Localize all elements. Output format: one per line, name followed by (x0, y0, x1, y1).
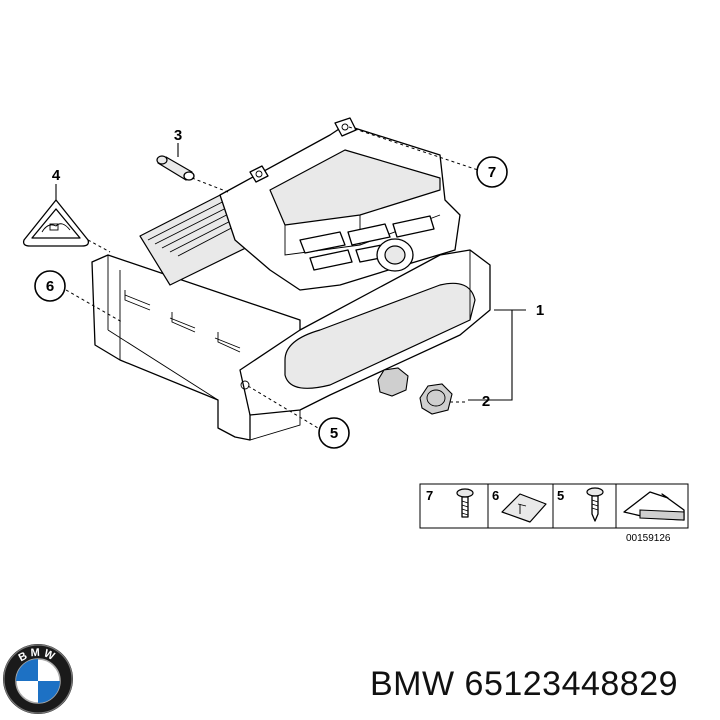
legend-item-7: 7 (426, 488, 474, 518)
svg-text:7: 7 (426, 488, 433, 503)
reference-code: 00159126 (626, 533, 671, 544)
svg-text:5: 5 (330, 425, 338, 442)
svg-text:1: 1 (536, 302, 544, 319)
bmw-logo-icon: BMW (3, 644, 73, 714)
callout-6[interactable]: 6 (34, 270, 66, 302)
part-number-label: BMW 65123448829 (370, 665, 679, 703)
callout-3[interactable]: 3 (174, 127, 182, 144)
svg-text:6: 6 (492, 488, 499, 503)
callout-5[interactable]: 5 (318, 417, 350, 449)
svg-text:BMW: BMW (17, 647, 60, 665)
clip-nut-icon (501, 493, 547, 523)
control-unit-assembly (91, 117, 491, 441)
legend-item-6: 6 (492, 488, 547, 523)
svg-text:6: 6 (46, 278, 54, 295)
svg-text:2: 2 (482, 393, 490, 410)
svg-text:4: 4 (52, 167, 61, 184)
knob-cap-part (419, 383, 453, 415)
arrow-icon (623, 491, 685, 521)
svg-text:7: 7 (488, 164, 496, 181)
leader-lines (55, 126, 526, 429)
callout-1[interactable]: 1 (536, 302, 544, 319)
legend-item-5: 5 (557, 487, 604, 522)
svg-text:3: 3 (174, 127, 182, 144)
sleeve-part (156, 155, 195, 181)
svg-text:5: 5 (557, 488, 564, 503)
callout-4[interactable]: 4 (52, 167, 61, 184)
fastener-legend: 7 6 5 00159126 (419, 483, 689, 544)
callout-2[interactable]: 2 (482, 393, 490, 410)
warning-triangle-label-icon (22, 199, 90, 247)
screw-icon (456, 488, 474, 518)
self-tapping-screw-icon (586, 487, 604, 522)
callout-7[interactable]: 7 (476, 156, 508, 188)
